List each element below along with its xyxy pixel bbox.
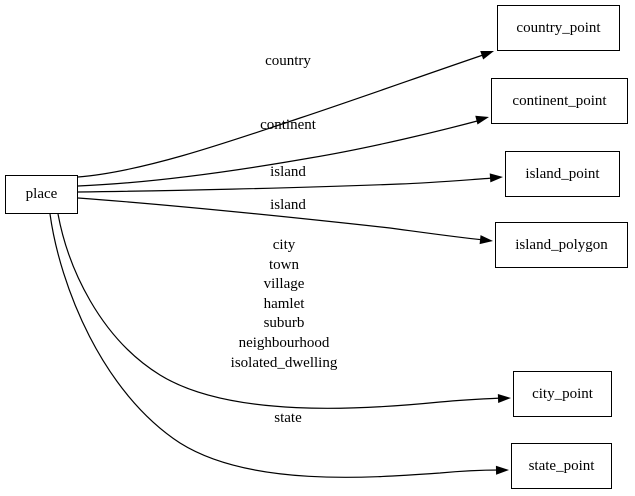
graph-node-state_point[interactable]: state_point — [511, 443, 612, 489]
edge-arrowhead-icon — [495, 465, 509, 475]
edge-arrowhead-icon — [497, 393, 511, 403]
graph-node-label: continent_point — [512, 92, 607, 109]
graph-node-label: island_point — [525, 165, 600, 182]
edge-arrowhead-icon — [489, 173, 503, 183]
graph-node-island_point[interactable]: island_point — [505, 151, 620, 197]
graph-edge — [49, 213, 501, 478]
graph-edge-label-line: state — [274, 410, 302, 427]
graph-edge-label: island — [270, 196, 306, 216]
graph-node-country_point[interactable]: country_point — [497, 5, 620, 51]
graph-edge-label-line: village — [263, 276, 305, 293]
graph-edge-label: city town village hamlet suburb neighbourhood… — [231, 236, 338, 373]
graph-node-city_point[interactable]: city_point — [513, 371, 612, 417]
graph-edge — [77, 119, 482, 187]
graph-node-label: country_point — [516, 19, 601, 36]
graph-node-continent_point[interactable]: continent_point — [491, 78, 628, 124]
edge-arrowhead-icon — [479, 235, 493, 245]
graph-edge-label: country — [265, 52, 311, 72]
graph-edge-label-line: continent — [260, 117, 316, 134]
graph-node-island_polygon[interactable]: island_polygon — [495, 222, 628, 268]
graph-edge-label-line: suburb — [263, 315, 305, 332]
graph-edge-label-line: island — [270, 164, 306, 181]
graph-edge-label-line: town — [269, 256, 299, 273]
edge-arrowhead-icon — [475, 115, 489, 125]
graph-edge-label-line: isolated_dwelling — [230, 354, 338, 371]
graph-edge — [77, 197, 485, 241]
graph-node-place[interactable]: place — [5, 175, 78, 214]
graph-node-label: island_polygon — [515, 236, 608, 253]
graph-node-label: city_point — [532, 385, 593, 402]
graph-edge-label-line: city — [272, 237, 296, 253]
graph-node-label: place — [25, 186, 58, 202]
graph-edge-label: continent — [260, 116, 316, 136]
graph-edge — [77, 177, 495, 193]
graph-edge — [57, 213, 503, 409]
graph-edge-label: state — [274, 409, 302, 429]
graph-edge-label: island — [270, 163, 306, 183]
graph-edge-label-line: island — [270, 197, 306, 214]
edge-arrowhead-icon — [480, 50, 494, 60]
graph-edge-label-line: neighbourhood — [238, 334, 330, 351]
graph-edge-label-line: hamlet — [263, 295, 305, 312]
graph-edge-label-line: country — [265, 53, 311, 70]
graph-node-label: state_point — [528, 457, 595, 474]
graph-edge — [77, 53, 487, 178]
